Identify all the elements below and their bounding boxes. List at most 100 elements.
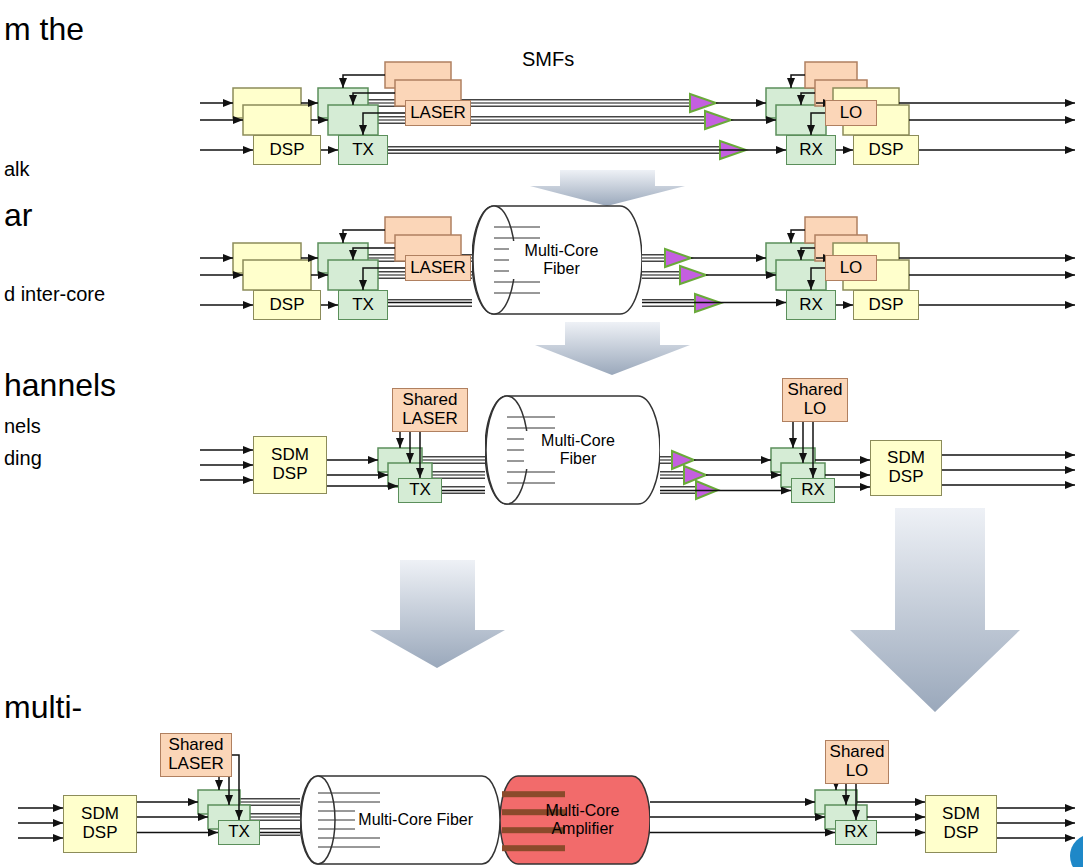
node-text: DSP	[270, 141, 305, 160]
node-text: DSP	[270, 296, 305, 315]
transceiver-box: RX	[786, 135, 836, 165]
signal-connector	[642, 302, 786, 304]
node-text: RX	[799, 141, 823, 160]
transition-arrow	[850, 508, 1020, 712]
node-text: DSP	[869, 296, 904, 315]
light-source-box: LO	[825, 255, 877, 281]
dsp-box: DSP	[253, 135, 321, 165]
fiber-core	[318, 838, 380, 839]
node-text: Shared LASER	[161, 736, 231, 773]
multi-core-amplifier: Multi-Core Amplifier	[500, 775, 650, 865]
node-text: RX	[801, 481, 825, 500]
signal-connector	[327, 485, 398, 487]
dsp-box: SDM DSP	[63, 795, 137, 853]
stacked-copy	[198, 62, 909, 829]
light-source-box: LASER	[405, 100, 471, 126]
node-text: SDM DSP	[64, 805, 136, 842]
signal-connector	[660, 490, 791, 492]
transceiver-box: RX	[786, 290, 836, 320]
slide-text: m the	[4, 12, 84, 47]
node-text: TX	[352, 296, 374, 315]
node-text: RX	[799, 296, 823, 315]
node-text: TX	[409, 481, 431, 500]
node-text: Shared LO	[783, 381, 847, 418]
node-text: Multi-Core Fiber	[524, 431, 632, 468]
light-source-box: LO	[825, 100, 877, 126]
slide-text: multi-	[4, 690, 82, 725]
signal-connector	[363, 113, 405, 135]
node-text: DSP	[869, 141, 904, 160]
cylinder-body	[500, 776, 650, 864]
signal-connector	[137, 832, 218, 834]
fiber-core	[494, 227, 540, 228]
fiber-core	[318, 847, 380, 848]
slide-text: nels	[4, 415, 41, 437]
transceiver-box: TX	[338, 135, 388, 165]
dsp-box: SDM DSP	[870, 440, 942, 496]
node-text: Shared LASER	[393, 391, 467, 428]
signal-connector	[835, 486, 870, 488]
cylinder-body	[300, 776, 500, 864]
fiber-core	[507, 472, 555, 473]
slide-text: d inter-core	[4, 283, 105, 305]
transceiver-box: TX	[338, 290, 388, 320]
node-text: Shared LO	[826, 743, 888, 780]
slide-text: alk	[4, 158, 30, 180]
dsp-box: DSP	[853, 290, 919, 320]
transition-arrow	[535, 322, 690, 375]
cylinder-body	[485, 396, 660, 504]
signal-connector	[388, 302, 472, 304]
signal-connector	[811, 268, 825, 290]
node-text: SDM DSP	[254, 446, 326, 483]
logo-mark	[1070, 834, 1083, 867]
signal-connector	[388, 149, 786, 151]
fiber-core	[494, 293, 540, 294]
dsp-box: DSP	[853, 135, 919, 165]
transceiver-box: TX	[218, 820, 260, 845]
signal-wire	[18, 75, 1075, 838]
node-text: LO	[840, 104, 863, 123]
node-text: SDM DSP	[926, 805, 996, 842]
node-text: Multi-Core Fiber	[509, 241, 614, 278]
signal-connector	[260, 832, 300, 834]
transceiver-box: RX	[791, 478, 835, 503]
fiber-label: SMFs	[522, 48, 574, 70]
multi-core-fiber: Multi-Core Fiber	[300, 775, 500, 865]
node-text: Multi-Core Amplifier	[539, 802, 626, 837]
fiber-core	[494, 282, 540, 283]
node-text: Multi-Core Fiber	[355, 810, 476, 830]
slide-text: hannels	[4, 368, 116, 403]
multi-core-fiber: Multi-Core Fiber	[472, 205, 642, 315]
light-source-box: Shared LASER	[160, 733, 232, 777]
slide-text: ar	[4, 198, 32, 233]
transceiver-box: TX	[398, 478, 442, 503]
light-source-box: Shared LO	[782, 378, 848, 422]
signal-connector	[321, 304, 338, 306]
signal-connector	[836, 304, 853, 306]
fiber-core	[507, 428, 555, 429]
multi-core-fiber: Multi-Core Fiber	[485, 395, 660, 505]
signal-connector	[855, 784, 857, 820]
signal-connector	[836, 149, 853, 151]
signal-connector	[812, 422, 814, 478]
signal-connector	[442, 490, 485, 492]
fiber-core	[318, 802, 380, 803]
transition-arrow	[370, 560, 505, 668]
signal-connector	[877, 832, 925, 834]
node-text: LASER	[410, 104, 466, 123]
light-source-box: Shared LASER	[392, 388, 468, 432]
fiber-core	[507, 417, 555, 418]
node-text: TX	[228, 823, 250, 842]
dsp-box: DSP	[253, 290, 321, 320]
node-text: SDM DSP	[871, 449, 941, 486]
signal-connector	[650, 832, 835, 834]
light-source-box: LASER	[405, 255, 471, 281]
signal-connector	[232, 755, 239, 820]
light-source-box: Shared LO	[825, 740, 889, 784]
node-text: TX	[352, 141, 374, 160]
amplifier-stripe	[502, 845, 565, 851]
amplifier-symbol	[665, 94, 746, 499]
node-text: LASER	[410, 259, 466, 278]
node-text: RX	[844, 823, 868, 842]
node-text: LO	[840, 259, 863, 278]
